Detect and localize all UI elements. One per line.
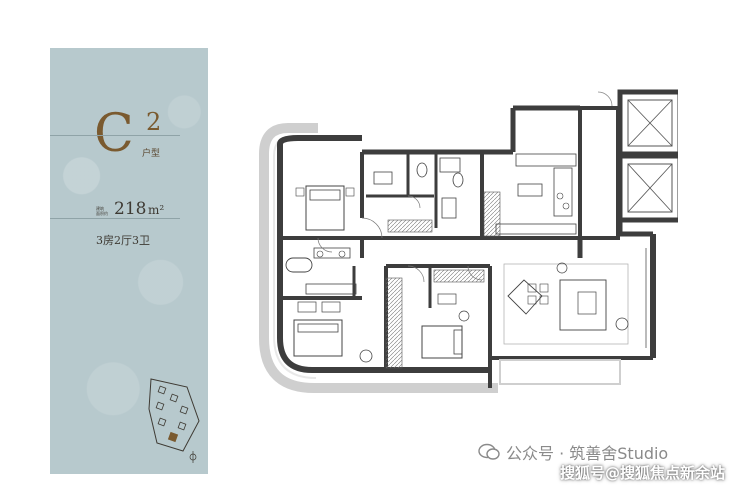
source-watermark: 搜狐号@搜狐焦点新余站 — [560, 464, 726, 482]
key-plan-map — [148, 378, 200, 463]
area-label-line1: 建筑 — [96, 206, 104, 211]
curved-balcony — [259, 123, 498, 393]
chat-bubble-icon — [478, 443, 500, 460]
dining-table — [507, 279, 543, 315]
bathtub — [285, 257, 313, 273]
platform-watermark: 公众号 · 筑善舍Studio — [478, 440, 668, 464]
living-area — [503, 263, 629, 345]
elevator-shaft-2 — [617, 153, 678, 223]
area-label: 建筑 面积约 — [96, 206, 112, 216]
divider-bottom — [50, 218, 180, 219]
floor-plan — [259, 89, 678, 393]
unit-number: 2 — [146, 108, 162, 136]
unit-type-label: 户型 — [142, 149, 161, 159]
bed-1 — [305, 185, 345, 231]
bed-master — [293, 319, 343, 357]
unit-info-panel: C 2 户型 建筑 面积约 218 m² 3房2厅3卫 — [50, 48, 208, 474]
panel-texture — [50, 48, 208, 474]
area-label-line2: 面积约 — [96, 211, 108, 216]
sofa-set — [559, 279, 607, 331]
room-count: 3房2厅3卫 — [96, 234, 150, 247]
bed-3 — [421, 325, 463, 359]
area-unit: m² — [148, 203, 165, 217]
unit-letter: C — [94, 104, 134, 164]
divider-top — [50, 135, 180, 136]
platform-watermark-text: 公众号 · 筑善舍Studio — [506, 444, 669, 463]
area-value: 218 — [114, 199, 147, 219]
